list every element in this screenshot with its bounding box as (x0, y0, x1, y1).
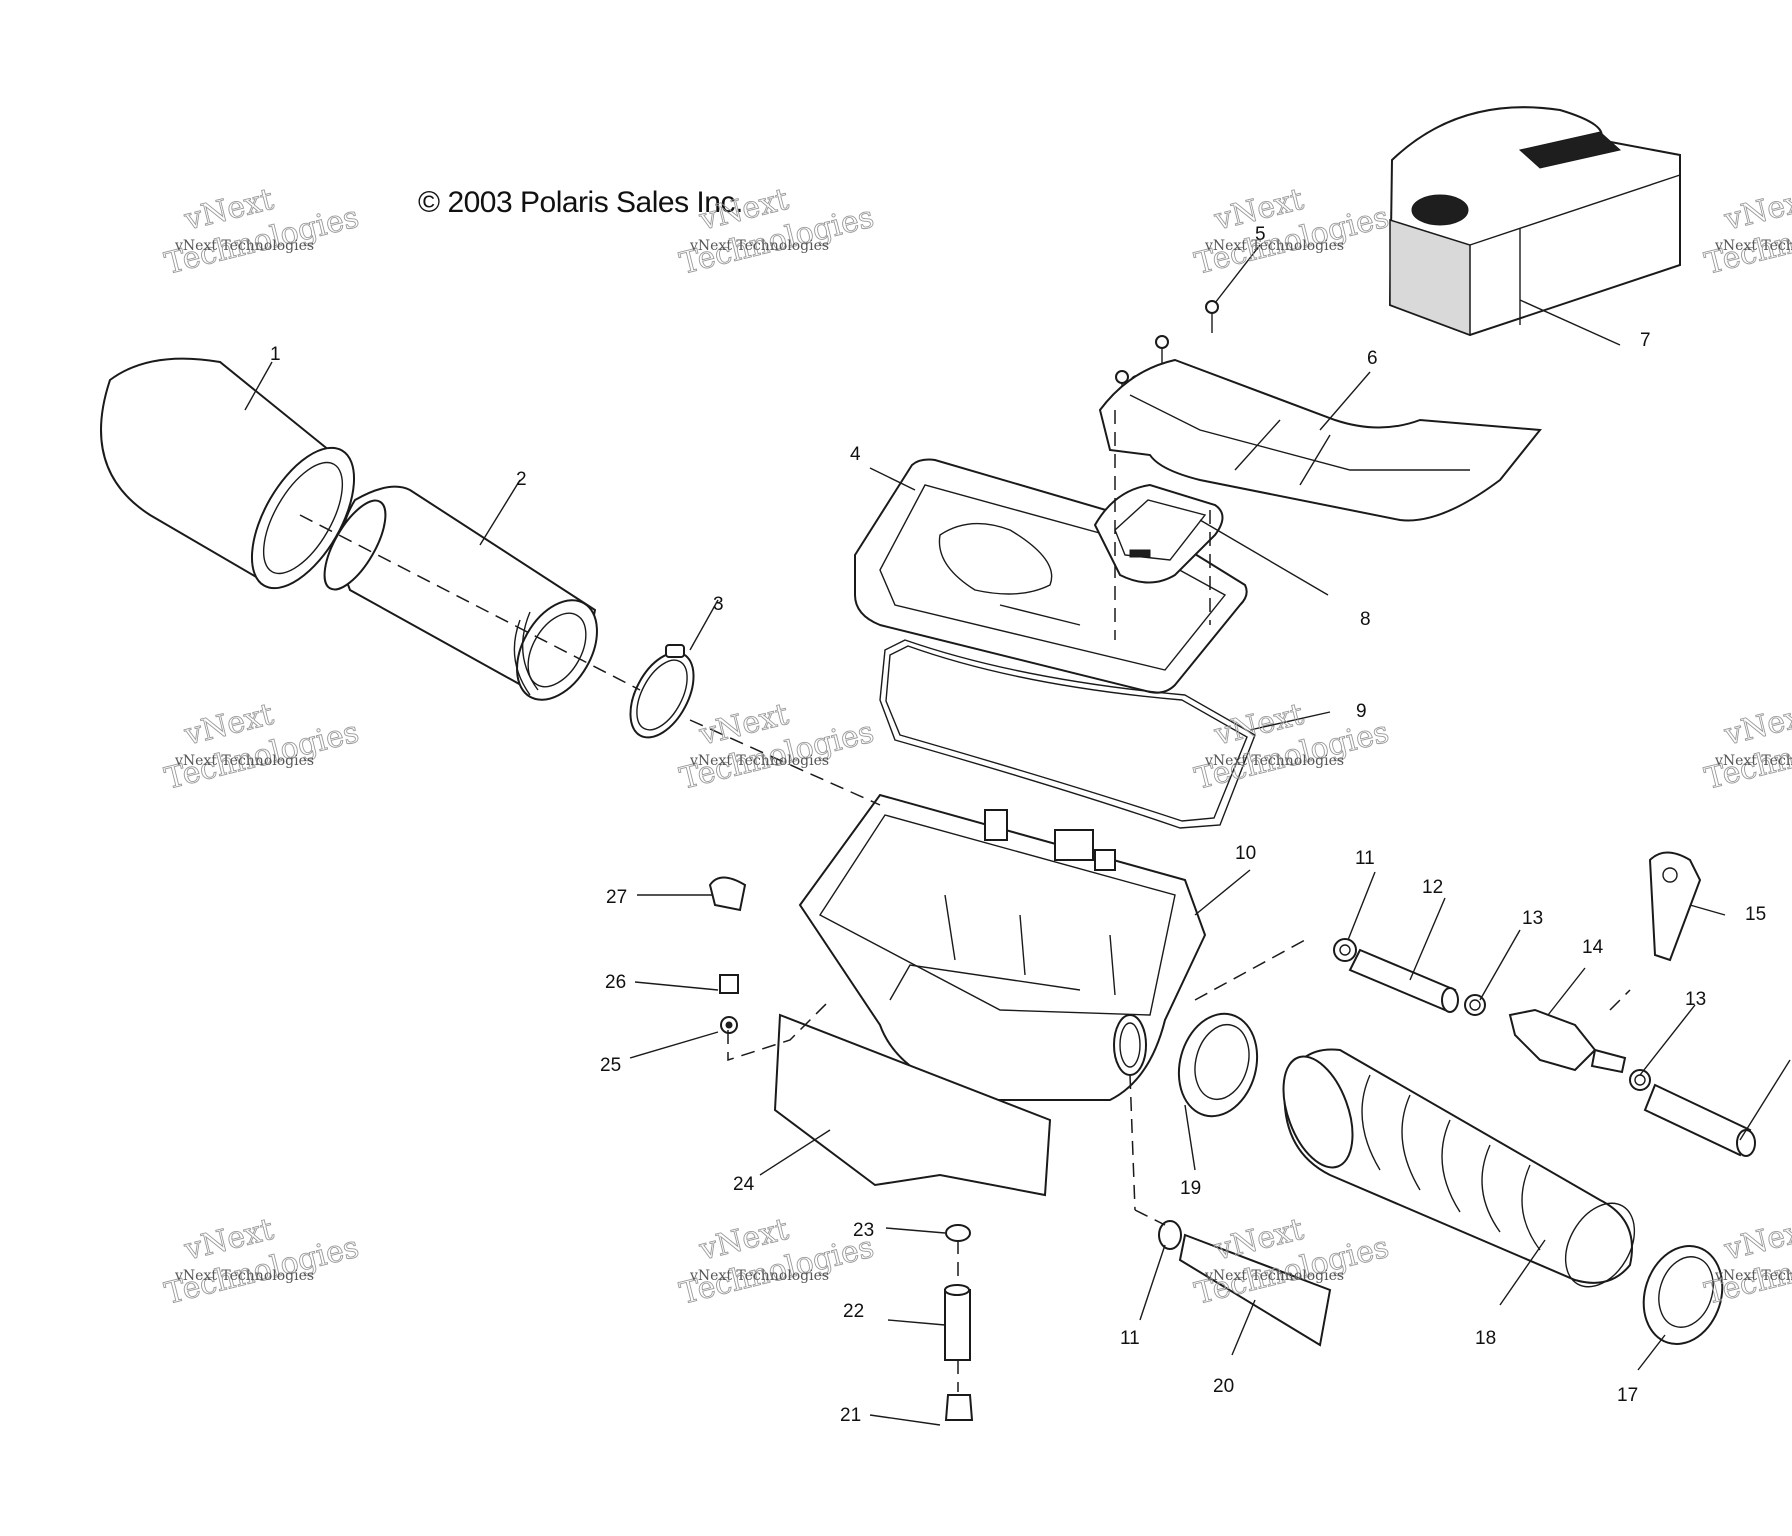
callout-2: 2 (516, 469, 527, 490)
watermark-small: vNext Technologies (689, 238, 829, 254)
callout-27: 27 (606, 887, 627, 908)
part-12-hose (1348, 948, 1459, 1013)
part-18-bellows (1282, 1048, 1636, 1288)
callout-17: 17 (1617, 1385, 1638, 1406)
callout-22: 22 (843, 1301, 864, 1322)
part-24-panel (773, 1013, 1052, 1197)
callout-8: 8 (1360, 609, 1371, 630)
watermark-small: vNext Technologies (1204, 1268, 1344, 1284)
part-20-hose (1178, 1233, 1332, 1347)
callout-7: 7 (1640, 330, 1651, 351)
watermark-small: vNext Technologies (1714, 1268, 1792, 1284)
part-3-clamp (629, 644, 695, 739)
part-22-drain-tube (944, 1284, 971, 1361)
part-26-bolt (719, 974, 739, 994)
callout-12: 12 (1422, 877, 1443, 898)
copyright-text: © 2003 Polaris Sales Inc. (418, 186, 743, 219)
callout-20: 20 (1213, 1376, 1234, 1397)
callout-21: 21 (840, 1405, 861, 1426)
part-4-airbox-lid (854, 458, 1248, 694)
part-2-air-filter (323, 485, 598, 701)
callout-15: 15 (1745, 904, 1766, 925)
callout-13-left: 13 (1522, 908, 1543, 929)
part-10-airbox (798, 793, 1207, 1101)
leader-lines (244, 244, 1791, 1426)
callout-26: 26 (605, 972, 626, 993)
callout-14: 14 (1582, 937, 1604, 958)
part-1-outer-filter-wrap (100, 357, 356, 590)
part-17-ring (1642, 1245, 1724, 1345)
callout-9: 9 (1356, 701, 1367, 722)
watermark-small: vNext Technologies (174, 238, 314, 254)
part-7-foam-block (1388, 106, 1681, 337)
part-27-clip (708, 876, 747, 912)
part-13-clamp-left (1464, 994, 1486, 1016)
callouts: 1 2 3 4 5 6 7 8 9 10 11 12 13 14 15 16 1… (270, 224, 1766, 1426)
callout-19: 19 (1180, 1178, 1201, 1199)
part-9-gasket (879, 639, 1256, 829)
callout-4: 4 (850, 444, 861, 465)
part-25-washer (720, 1016, 738, 1034)
part-23-clip (945, 1224, 971, 1242)
callout-23: 23 (853, 1220, 874, 1241)
assembly-lines (299, 410, 1631, 1392)
callout-25: 25 (600, 1055, 621, 1076)
watermark-small: vNext Technologies (689, 753, 829, 769)
callout-13-right: 13 (1685, 989, 1706, 1010)
callout-1: 1 (270, 344, 281, 365)
callout-6: 6 (1367, 348, 1378, 369)
part-14-valve (1508, 1008, 1627, 1074)
watermark-small: vNext Technologies (1714, 753, 1792, 769)
part-15-bracket (1648, 851, 1702, 962)
callout-5: 5 (1255, 224, 1266, 245)
part-13-clamp-right (1629, 1069, 1651, 1091)
part-11-clamp-upper (1333, 938, 1357, 962)
watermark-small: vNext Technologies (689, 1268, 829, 1284)
watermark-small: vNext Technologies (1714, 238, 1792, 254)
callout-18: 18 (1475, 1328, 1496, 1349)
watermark-small: vNext Technologies (174, 1268, 314, 1284)
callout-11-lower: 11 (1120, 1328, 1140, 1349)
watermark-small: vNext Technologies (174, 753, 314, 769)
watermark-small: vNext Technologies (1204, 238, 1344, 254)
watermark-small: vNext Technologies (1204, 753, 1344, 769)
part-6-intake-duct (1098, 358, 1542, 522)
callout-24: 24 (733, 1174, 755, 1195)
callout-3: 3 (713, 594, 724, 615)
part-16-hose (1643, 1083, 1756, 1157)
callout-10: 10 (1235, 843, 1256, 864)
callout-11-upper: 11 (1355, 848, 1375, 869)
part-8-plate (1093, 483, 1224, 584)
part-19-coupler (1177, 1012, 1259, 1118)
part-11-clamp-lower (1158, 1220, 1182, 1250)
part-21-plug (944, 1394, 974, 1421)
